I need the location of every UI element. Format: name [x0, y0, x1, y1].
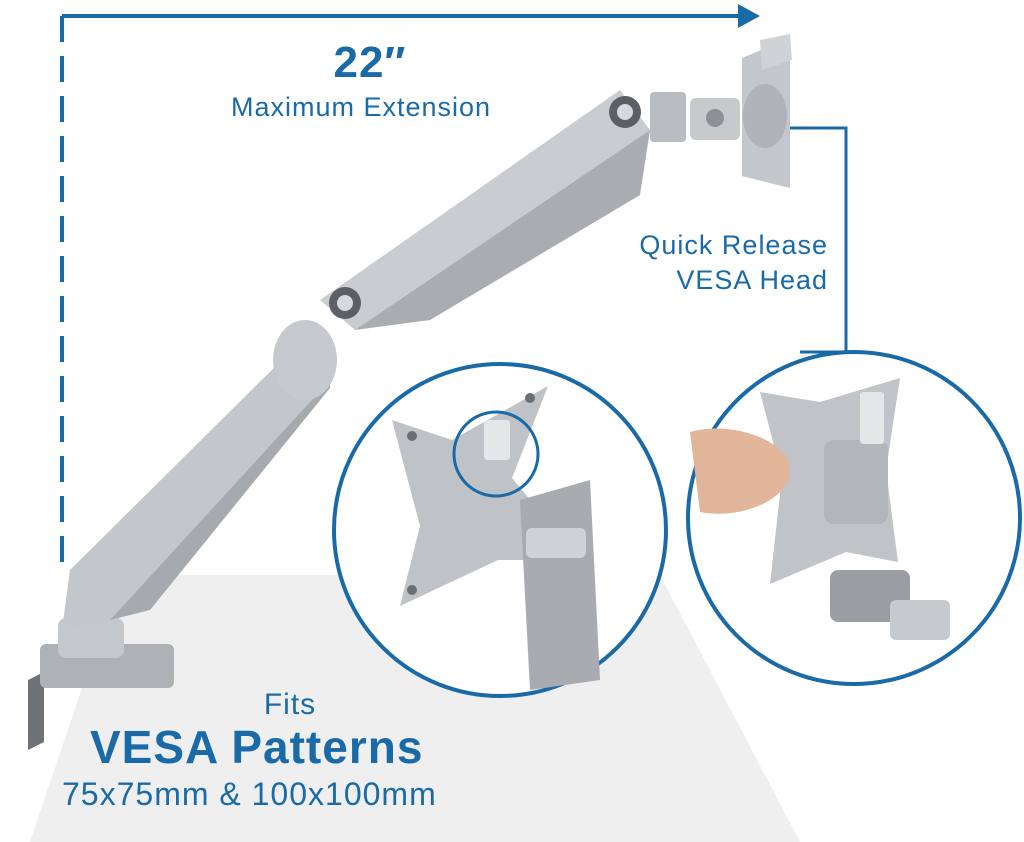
- callout-label-line-2: VESA Head: [676, 265, 828, 295]
- callout-connector-line: [790, 126, 848, 354]
- detail-circle-vesa-plate: [332, 362, 668, 698]
- desk-clamp: [28, 618, 174, 750]
- lower-arm: [62, 320, 337, 630]
- vesa-title: VESA Patterns: [90, 721, 424, 773]
- extension-label: Maximum Extension: [230, 92, 492, 122]
- vesa-head: [650, 34, 792, 188]
- callout-label-line-1: Quick Release: [639, 230, 828, 260]
- vesa-fits-label: Fits: [263, 688, 317, 721]
- vesa-sizes: 75x75mm & 100x100mm: [62, 776, 437, 812]
- extension-dimension-line: [60, 4, 760, 570]
- arrow-right-icon: [738, 4, 760, 28]
- extension-value: 22″: [333, 38, 407, 87]
- upper-arm: [320, 90, 650, 330]
- hand-image: [690, 428, 790, 514]
- detail-circle-quick-release: [686, 350, 1022, 686]
